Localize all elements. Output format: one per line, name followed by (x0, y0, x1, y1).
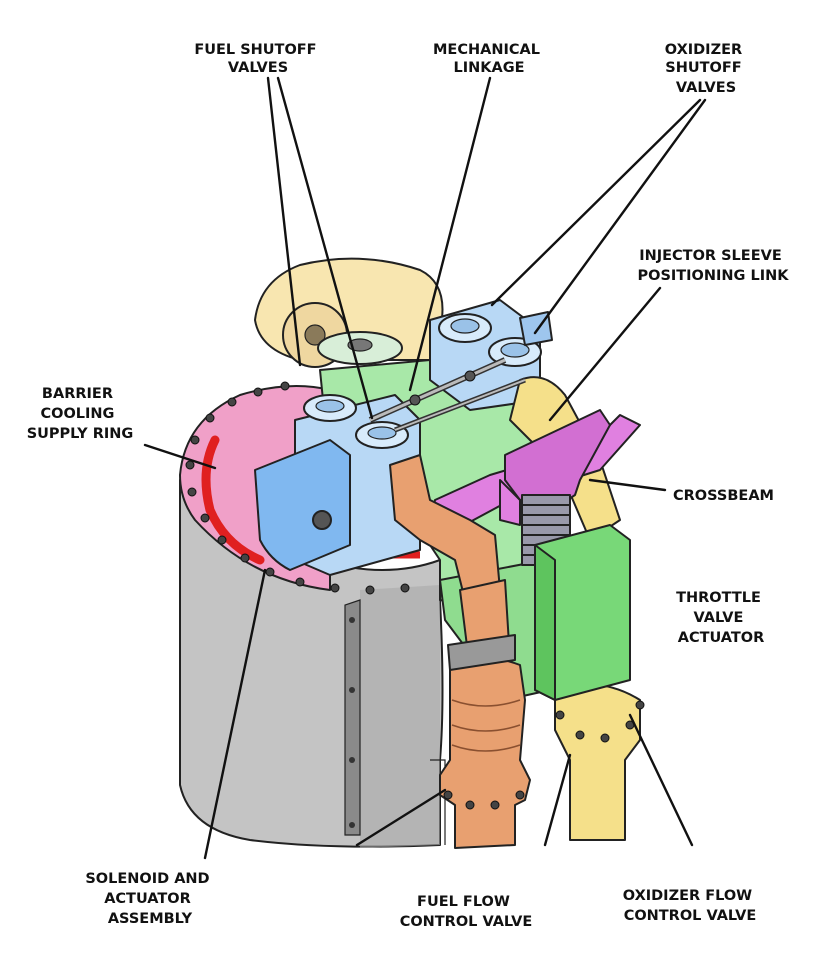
leader-lines (143, 76, 707, 860)
throttle-actuator-side (534, 544, 556, 701)
leader-oxidizer-shutoff-1 (490, 98, 702, 307)
positioning-link (504, 409, 611, 506)
leader-mechanical-linkage (408, 76, 492, 392)
leader-solenoid (203, 568, 267, 860)
chamber-seam-strap (344, 599, 361, 836)
leader-fuel-flow (355, 788, 447, 847)
label-fuel-shutoff-valves: FUEL SHUTOFF VALVES (194, 42, 321, 76)
gimbal-hub-center (304, 324, 326, 346)
leader-crossbeam (588, 478, 667, 492)
label-fuel-flow-control-valve: FUEL FLOW CONTROL VALVE (400, 894, 533, 930)
seam-rivets (349, 617, 355, 828)
leader-oxidizer-flow-2 (628, 713, 694, 847)
leader-injector-sleeve (548, 286, 662, 422)
label-solenoid-and-actuator-assembly: SOLENOID AND ACTUATOR ASSEMBLY (85, 871, 214, 927)
leader-fuel-shutoff-1 (266, 76, 302, 367)
label-barrier-cooling-supply-ring: BARRIER COOLING SUPPLY RING (27, 386, 134, 442)
leader-oxidizer-shutoff-2 (533, 98, 707, 335)
cooling-ring-bolts (185, 381, 410, 595)
chamber-notch (430, 759, 446, 845)
callout-labels: FUEL SHUTOFF VALVES MECHANICAL LINKAGE O… (27, 42, 790, 930)
chamber-shell-shadow (360, 585, 440, 848)
label-injector-sleeve-positioning-link: INJECTOR SLEEVE POSITIONING LINK (637, 248, 789, 284)
positioning-link-arm (499, 479, 521, 526)
engine-illustration (179, 257, 645, 849)
label-mechanical-linkage: MECHANICAL LINKAGE (433, 42, 545, 76)
label-oxidizer-flow-control-valve: OXIDIZER FLOW CONTROL VALVE (623, 888, 757, 924)
leader-oxidizer-flow-1 (543, 753, 572, 847)
top-flange-center (347, 338, 373, 352)
label-crossbeam: CROSSBEAM (673, 488, 774, 504)
mechanical-linkage-rods (368, 357, 526, 433)
leader-fuel-shutoff-2 (276, 76, 374, 420)
fuel-flow-control-valve-body (439, 656, 531, 849)
solenoid-actuator-assembly (254, 439, 351, 571)
label-oxidizer-shutoff-valves: OXIDIZER SHUTOFF VALVES (665, 42, 747, 96)
oxidizer-valve-flange-bolts (555, 700, 645, 743)
fuel-valve-ribs (451, 699, 521, 752)
cooling-ring-pipe (201, 435, 265, 565)
fuel-valve-flange-bolts (443, 790, 525, 810)
solenoid-port (312, 510, 332, 530)
leader-barrier-cooling (143, 443, 217, 470)
fuel-valve-band (447, 634, 516, 671)
label-throttle-valve-actuator: THROTTLE VALVE ACTUATOR (676, 590, 766, 646)
